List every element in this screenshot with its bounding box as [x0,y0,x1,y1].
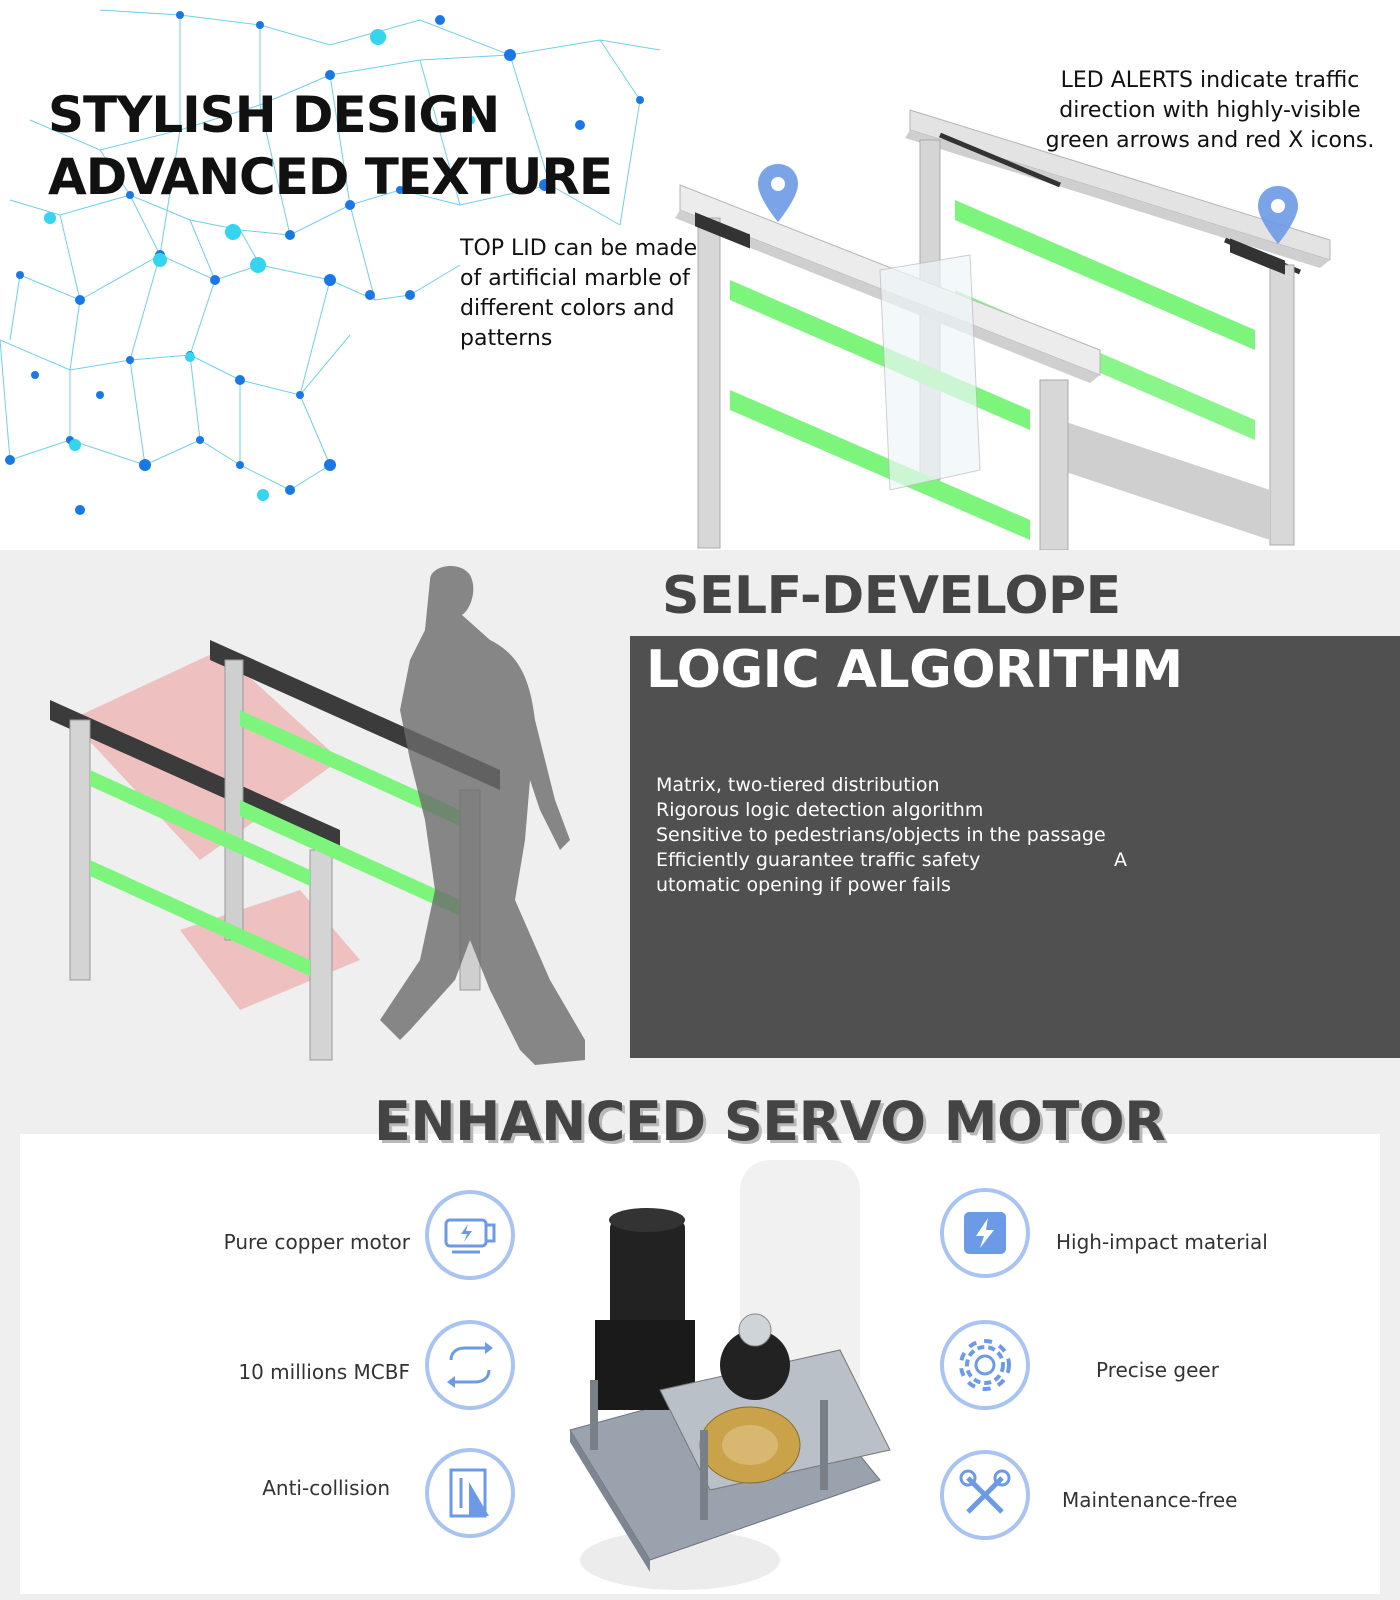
motor-title: ENHANCED SERVO MOTOR [374,1090,1166,1153]
algorithm-title-line2: LOGIC ALGORITHM [646,640,1183,700]
feature-ring [940,1320,1030,1410]
top-lid-note: TOP LID can be made of artificial marble… [460,236,698,351]
feature-label: Anti-collision [262,1476,390,1500]
design-title-line2: ADVANCED TEXTURE [48,148,613,206]
gear-icon [959,1339,1011,1391]
location-pin-icon [1258,186,1298,244]
list-item: Sensitive to pedestrians/objects in the … [656,824,1106,846]
design-title-line1: STYLISH DESIGN [48,86,500,144]
feature-label: Pure copper motor [223,1230,410,1254]
tools-icon [959,1469,1011,1514]
copper-motor-icon [444,1218,496,1254]
swing-gate-illustration [675,109,1331,550]
algorithm-title-line1: SELF-DEVELOPE [662,566,1121,626]
stray-letter: A [1114,849,1127,871]
list-item: Matrix, two-tiered distribution [656,774,940,796]
location-pin-icon [758,164,798,222]
pedestrian-silhouette [380,565,585,1065]
algorithm-panel: LOGIC ALGORITHM Matrix, two-tiered distr… [630,636,1400,1058]
feature-ring [940,1450,1030,1540]
servo-motor-illustration [569,1160,891,1590]
feature-ring [940,1188,1030,1278]
algorithm-feature-list: Matrix, two-tiered distribution Rigorous… [656,773,1106,898]
list-item: Rigorous logic detection algorithm [656,799,984,821]
cycle-arrows-icon [447,1342,493,1388]
anti-collision-icon [449,1468,489,1518]
feature-ring [425,1448,515,1538]
battery-bolt-icon [964,1212,1006,1254]
led-alerts-note: LED ALERTS indicate traffic direction wi… [1045,68,1375,153]
list-item: utomatic opening if power fails [656,874,951,896]
feature-ring [425,1320,515,1410]
feature-ring [425,1190,515,1280]
design-section: STYLISH DESIGN ADVANCED TEXTURE TOP LID … [0,0,1400,550]
network-graphic [0,9,661,515]
servo-motor-section: ENHANCED SERVO MOTOR Pure copper motor 1… [0,1090,1400,1600]
feature-label: High-impact material [1056,1230,1268,1254]
feature-label: 10 millions MCBF [238,1360,410,1384]
list-item: Efficiently guarantee traffic safety [656,849,981,871]
gate-sensor-illustration [50,640,500,1061]
feature-label: Precise geer [1096,1358,1219,1382]
feature-label: Maintenance-free [1062,1488,1238,1512]
algorithm-section: SELF-DEVELOPE LOGIC ALGORITHM Matrix, tw… [0,550,1400,1090]
